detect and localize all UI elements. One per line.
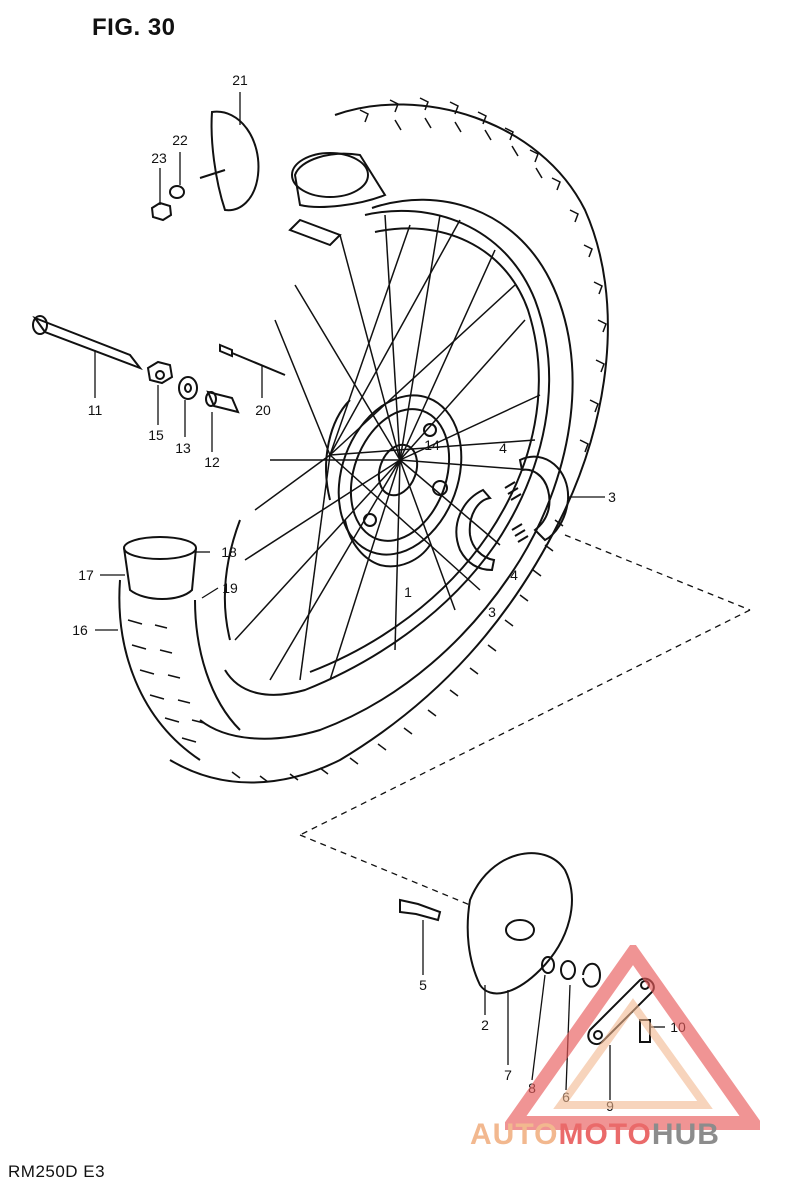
callout-14: 14 [424,437,440,453]
callout-19: 19 [222,580,238,596]
callout-3-upper: 3 [608,489,616,505]
spacer [205,390,240,414]
spokes [234,214,541,681]
watermark-part-hub: HUB [651,1118,720,1151]
rim [223,209,551,696]
callout-15: 15 [148,427,164,443]
circlip [582,962,602,988]
watermark-triangle-icon [505,945,760,1130]
callout-2: 2 [481,1017,489,1033]
callout-4-upper: 4 [499,440,507,456]
lock-washer [169,185,185,199]
callout-17: 17 [78,567,94,583]
figure-title: FIG. 30 [92,14,176,41]
callout-22: 22 [172,132,188,148]
nut [150,201,173,222]
axle-nut [146,360,174,385]
model-code: RM250D E3 [8,1162,106,1181]
callout-7: 7 [504,1067,512,1083]
dashed-assembly-lines [299,534,751,906]
callout-16: 16 [72,622,88,638]
brake-shoes [455,455,570,572]
cam-lever-seal [541,956,576,980]
callout-1: 1 [404,584,412,600]
watermark-text: AUTOMOTOHUB [470,1118,720,1152]
brake-cam [399,898,442,922]
callout-13: 13 [175,440,191,456]
callout-11: 11 [87,402,103,418]
washer [178,376,198,400]
callout-5: 5 [419,977,427,993]
axle [32,315,143,371]
rim-band [123,536,197,600]
callout-3-lower: 3 [488,604,496,620]
callout-4-lower: 4 [510,567,518,583]
callout-21: 21 [232,72,248,88]
hub [325,394,463,568]
disc-cover [199,110,260,212]
callout-23: 23 [151,150,167,166]
spoke-nipple [219,343,286,376]
callout-18: 18 [221,544,237,560]
callout-20: 20 [255,402,271,418]
watermark-part-moto: MOTO [558,1118,652,1151]
watermark-part-auto: AUTO [470,1118,559,1151]
callout-12: 12 [204,454,220,470]
